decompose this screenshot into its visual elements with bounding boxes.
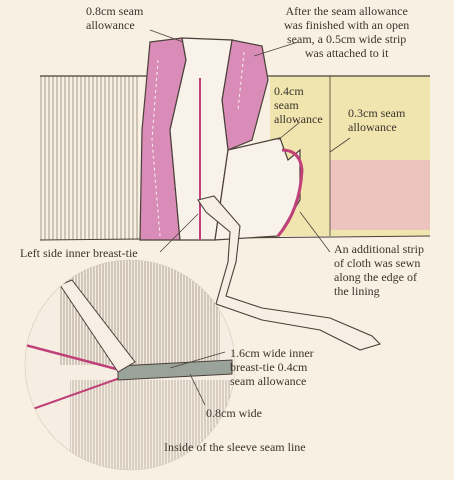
breast-tie-strip (197, 195, 382, 351)
label-sleeve-seam: Inside of the sleeve seam line (164, 440, 306, 454)
front-flap (214, 137, 301, 241)
label-additional-strip: An additional strip of cloth was sewn al… (334, 242, 424, 298)
pink-band-right (330, 160, 430, 230)
label-breast-tie: Left side inner breast-tie (20, 246, 138, 260)
seam-strip (117, 359, 233, 381)
label-seam-allowance-04: 0.4cm seam allowance (274, 84, 323, 126)
label-open-seam-strip: After the seam allowance was finished wi… (284, 4, 410, 60)
striped-panel (40, 76, 140, 240)
label-seam-allowance-08: 0.8cm seam allowance (86, 4, 144, 32)
label-inner-breast-tie: 1.6cm wide inner breast-tie 0.4cm seam a… (230, 346, 314, 388)
sleeve-detail (25, 260, 235, 470)
lining-edge-strip (276, 148, 304, 237)
label-08-wide: 0.8cm wide (206, 406, 262, 420)
inner-tie-strip (59, 279, 136, 373)
label-seam-allowance-03: 0.3cm seam allowance (348, 106, 406, 134)
